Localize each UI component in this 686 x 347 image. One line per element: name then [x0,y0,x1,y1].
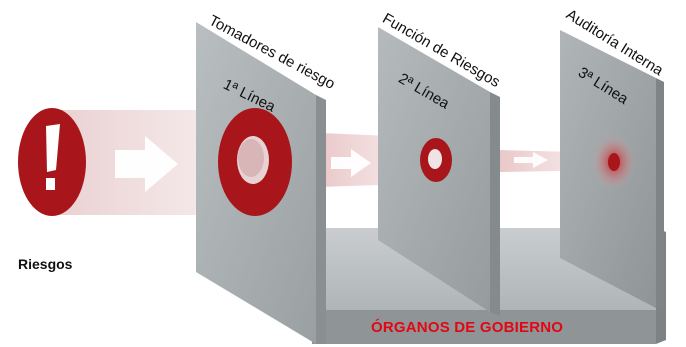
risk-ring-1 [218,108,292,216]
arrow-2-icon [331,149,371,177]
arrow-3-icon [514,152,548,168]
panel-2-edge [490,92,500,316]
base-front [312,310,656,344]
risk-glow-3 [592,134,636,190]
panel-1-edge [316,95,326,344]
risks-label: Riesgos [18,256,73,272]
panel-3-edge [656,78,664,312]
governing-bodies-label: ÓRGANOS DE GOBIERNO [371,319,564,336]
arrow-1-icon [115,136,178,192]
risk-source-icon [18,108,86,216]
risk-ring-2 [420,138,452,182]
